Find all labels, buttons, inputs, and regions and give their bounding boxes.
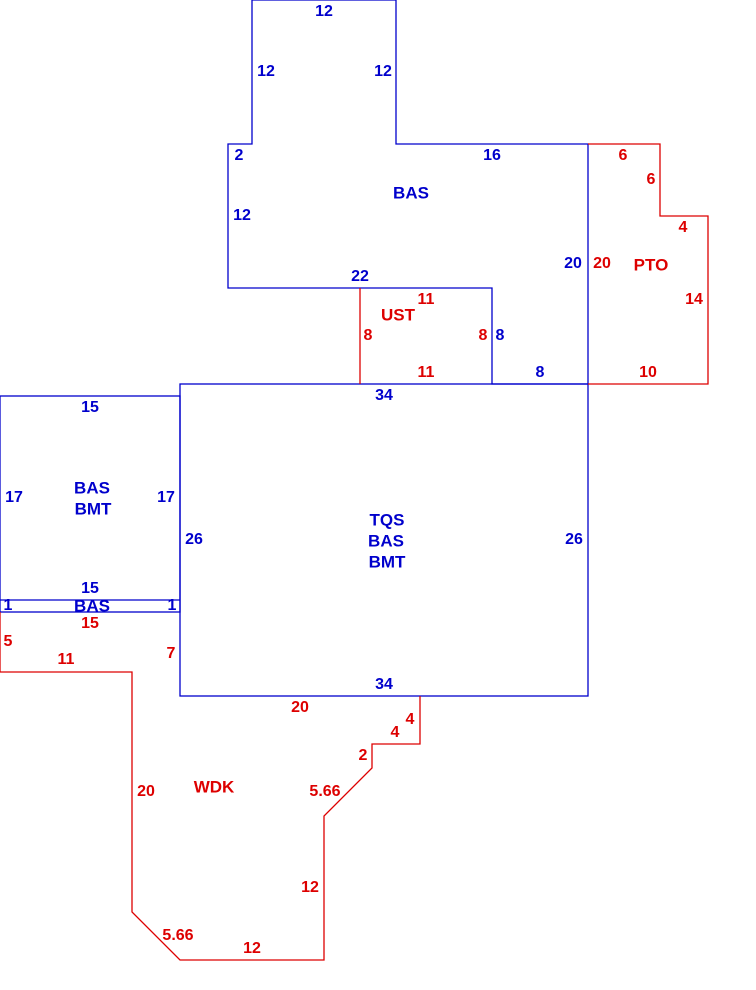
dim-ust-bottom-11: 11: [418, 364, 435, 381]
dim-pto-4: 4: [679, 219, 688, 236]
dim-main-left-26: 26: [185, 531, 203, 548]
dim-ust-top-11: 11: [418, 291, 435, 308]
dim-left-17b: 17: [157, 489, 175, 506]
dim-strip-15: 15: [81, 580, 99, 597]
dim-main-bottom-34: 34: [375, 676, 393, 693]
dim-wdk-20-left: 20: [137, 783, 155, 800]
dim-left-12a: 12: [257, 63, 275, 80]
pto-outline: [588, 143, 709, 385]
dim-step-2: 2: [235, 147, 244, 164]
dim-wdk-4a: 4: [406, 711, 415, 728]
dim-side-20: 20: [564, 255, 582, 272]
area-label-pto: PTO: [634, 255, 669, 274]
dim-right-12a: 12: [374, 63, 392, 80]
dim-pto-14: 14: [685, 291, 703, 308]
dim-top-12: 12: [315, 3, 333, 20]
dim-bottom-8: 8: [536, 364, 545, 381]
area-label-bas-upper: BAS: [393, 183, 429, 202]
dim-ust-blue-8: 8: [496, 327, 505, 344]
dim-pto-6b: 6: [647, 171, 656, 188]
area-label-ust: UST: [381, 305, 416, 324]
area-label-wdk: WDK: [194, 777, 235, 796]
dim-strip-1a: 1: [4, 597, 13, 614]
dim-left-17a: 17: [5, 489, 23, 506]
dim-main-right-26: 26: [565, 531, 583, 548]
dim-left-top-15: 15: [81, 399, 99, 416]
dim-pto-6a: 6: [619, 147, 628, 164]
dim-bottom-22: 22: [351, 268, 369, 285]
dim-ust-left-8: 8: [364, 327, 373, 344]
dim-strip-15-red: 15: [81, 615, 99, 632]
dim-wdk-2: 2: [359, 747, 368, 764]
dim-main-top-34: 34: [375, 387, 393, 404]
area-label-main-bas: BAS: [368, 531, 404, 550]
dim-ust-right-8: 8: [479, 327, 488, 344]
dim-wdk-11: 11: [58, 651, 75, 668]
area-label-main-bmt: BMT: [369, 552, 406, 571]
dim-wdk-7: 7: [167, 645, 176, 662]
dim-wdk-12-bottom: 12: [243, 940, 261, 957]
dim-side-12b: 12: [233, 207, 251, 224]
dim-wdk-20-top: 20: [291, 699, 309, 716]
area-label-strip-bas: BAS: [74, 596, 110, 615]
dim-wdk-566a: 5.66: [309, 783, 340, 800]
dim-wdk-5: 5: [4, 633, 13, 650]
area-label-left-bas: BAS: [74, 478, 110, 497]
dim-top-16: 16: [483, 147, 501, 164]
left-block-outline: [0, 395, 181, 613]
wdk-outline: [0, 612, 421, 961]
dim-pto-20: 20: [593, 255, 611, 272]
dim-pto-10: 10: [639, 364, 657, 381]
dim-wdk-12-right: 12: [301, 879, 319, 896]
area-label-left-bmt: BMT: [75, 499, 112, 518]
area-label-main-tqs: TQS: [370, 510, 405, 529]
dim-wdk-566b: 5.66: [162, 927, 193, 944]
dim-wdk-4b: 4: [391, 724, 400, 741]
dim-strip-1b: 1: [168, 597, 177, 614]
